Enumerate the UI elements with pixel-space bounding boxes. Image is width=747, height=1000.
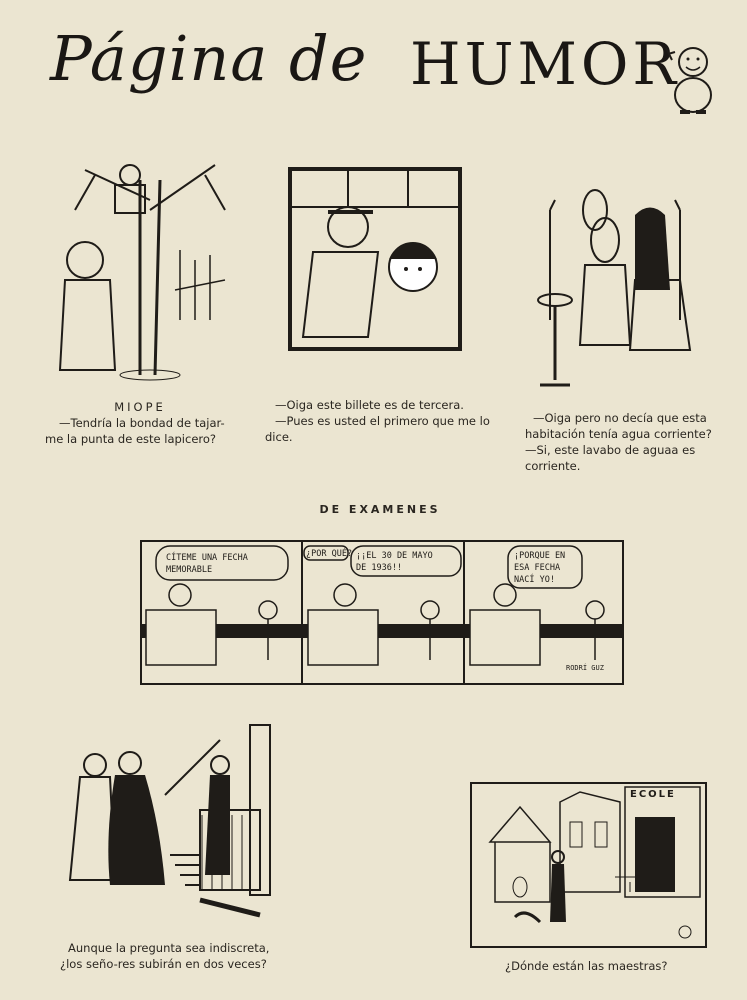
cartoon-caption-line-1: —Oiga este billete es de tercera. bbox=[275, 398, 464, 412]
cartoon-caption-block: MIOPE —Tendría la bondad de tajar-me la … bbox=[45, 399, 235, 447]
cartoon-caption: —Tendría la bondad de tajar-me la punta … bbox=[45, 416, 225, 446]
cartoon-caption-block: —Oiga pero no decía que esta habitación … bbox=[525, 410, 715, 474]
speech-bubble-text: NACÍ YO! bbox=[514, 573, 555, 585]
cartoon-miope-illustration bbox=[58, 164, 226, 381]
cartoon-caption-line-2: —Pues es usted el primero que me lo dice… bbox=[265, 414, 490, 444]
speech-bubble-text: DE 1936!! bbox=[356, 563, 402, 573]
cartoon-school-illustration: ECOLE bbox=[470, 782, 707, 948]
artist-signature: RODRÍ GUZ bbox=[566, 663, 604, 672]
cartoon-caption-block: —Oiga este billete es de tercera. —Pues … bbox=[265, 397, 490, 445]
cartoon-caption-line-1: —Oiga pero no decía que esta habitación … bbox=[525, 411, 712, 441]
comic-strip: CÍTEME UNA FECHA MEMORABLE ¿POR QUÉ? ¡¡E… bbox=[140, 540, 624, 685]
speech-bubble-text: ¡¡EL 30 DE MAYO bbox=[356, 551, 433, 561]
cartoon-title: MIOPE bbox=[114, 400, 166, 414]
speech-bubble-text: ¡PORQUE EN bbox=[514, 551, 565, 561]
cartoon-caption: Aunque la pregunta sea indiscreta, ¿los … bbox=[60, 941, 270, 971]
mascot-icon bbox=[665, 47, 712, 114]
speech-bubble-text: ESA FECHA bbox=[514, 563, 560, 573]
speech-bubble-text: CÍTEME UNA FECHA bbox=[166, 551, 248, 563]
page-title-caps: HUMOR bbox=[410, 30, 681, 98]
cartoon-caption-line-2: —Si, este lavabo de aguaa es corriente. bbox=[525, 443, 696, 473]
school-sign: ECOLE bbox=[630, 789, 676, 800]
speech-bubble-text: MEMORABLE bbox=[166, 565, 212, 575]
comic-strip-heading: DE EXAMENES bbox=[319, 503, 441, 516]
cartoon-hotel-illustration bbox=[537, 189, 692, 387]
cartoon-caption: ¿Dónde están las maestras? bbox=[505, 959, 668, 973]
page-title-script: Página de bbox=[50, 22, 368, 95]
speech-bubble-text: ¿POR QUÉ? bbox=[306, 547, 352, 559]
cartoon-train-illustration bbox=[288, 167, 462, 351]
cartoon-elevator-illustration bbox=[68, 724, 271, 918]
